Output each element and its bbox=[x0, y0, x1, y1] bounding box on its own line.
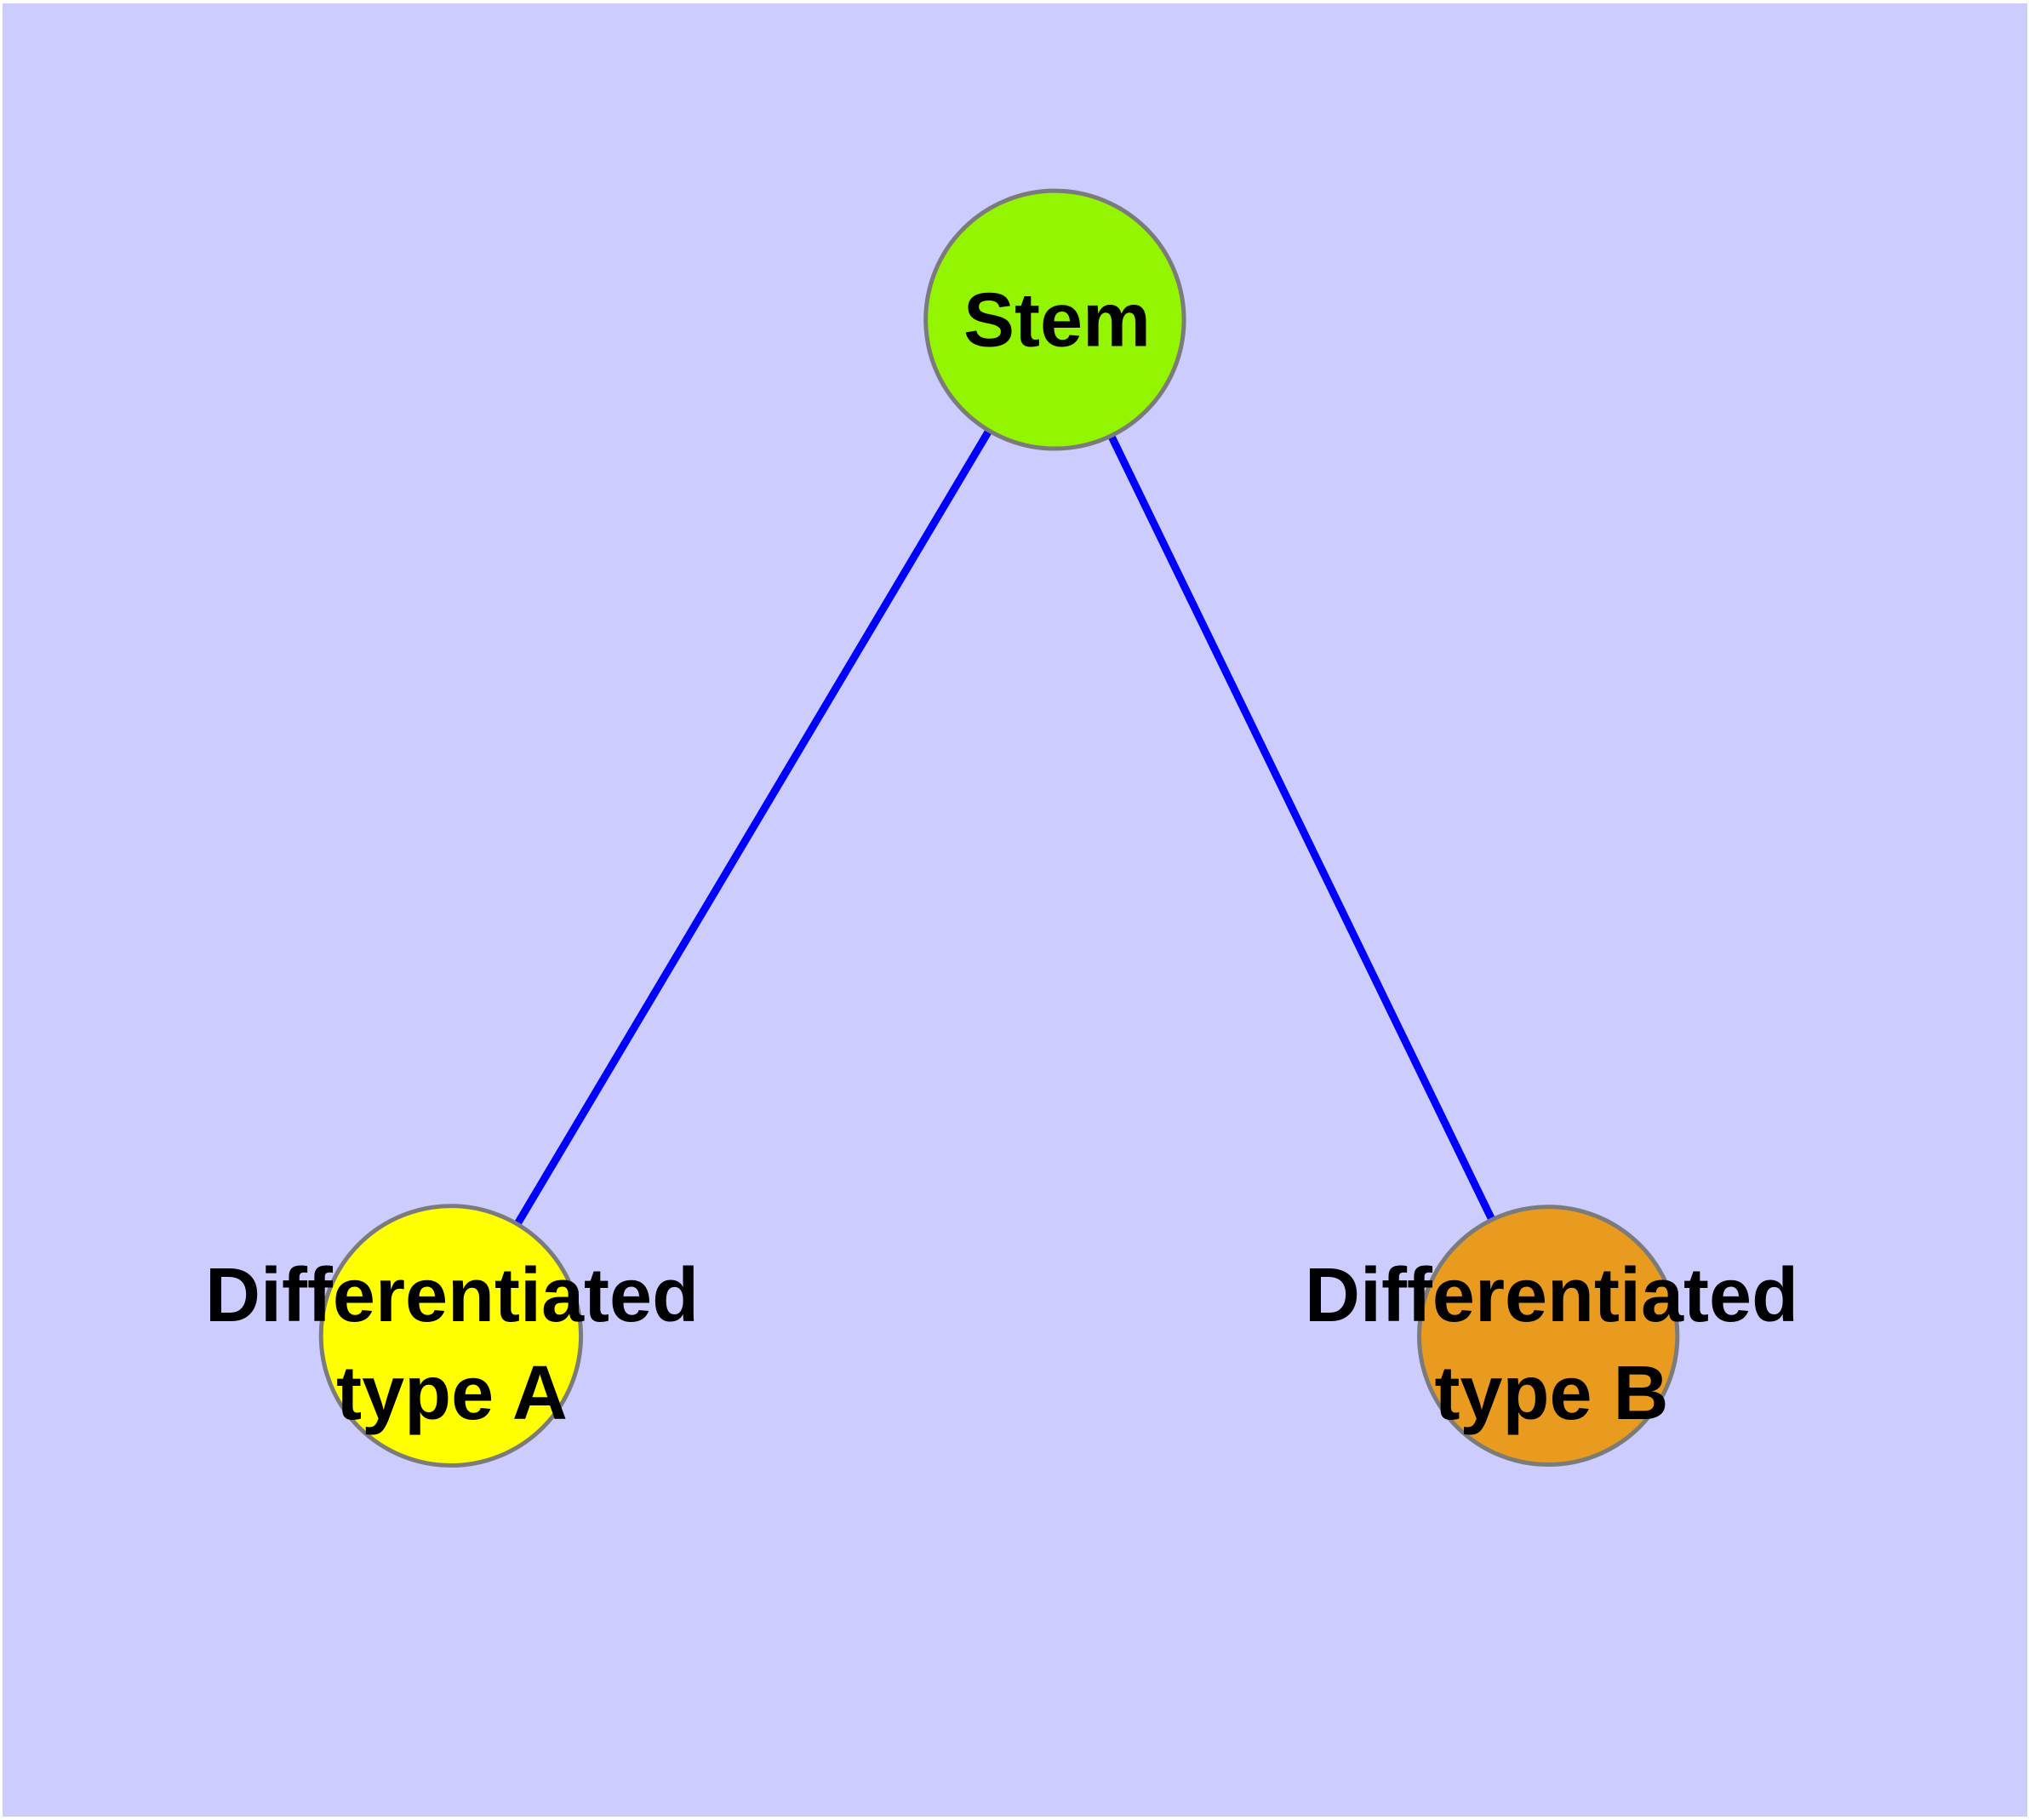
node-differentiated-type-a bbox=[318, 1204, 584, 1468]
graph-svg bbox=[318, 188, 1680, 1468]
node-label-stem: Stem bbox=[963, 278, 1152, 363]
edge-stem-to-type-b bbox=[1051, 318, 1552, 1338]
node-label-differentiated-type-b: Differentiated type B bbox=[1304, 1253, 1799, 1436]
edge-stem-to-type-a bbox=[448, 318, 1059, 1338]
node-stem bbox=[923, 188, 1186, 451]
node-differentiated-type-b bbox=[1417, 1205, 1680, 1468]
node-label-differentiated-type-a: Differentiated type A bbox=[204, 1253, 700, 1436]
